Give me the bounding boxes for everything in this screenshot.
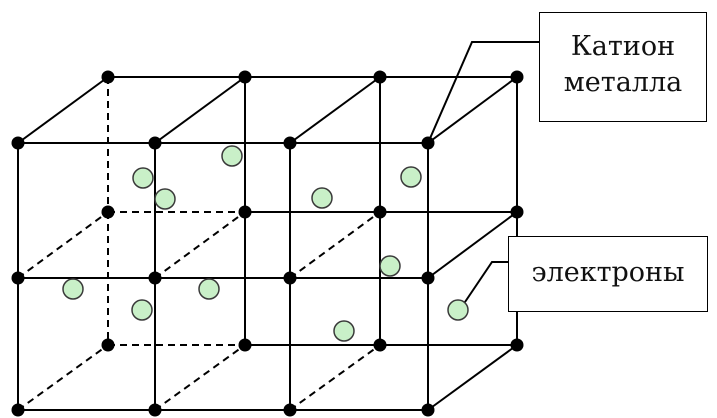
cation-node: [148, 271, 162, 285]
cation-node: [101, 338, 115, 352]
electrons-label-box: электроны: [508, 236, 708, 312]
cation-node: [238, 338, 252, 352]
cation-node: [148, 403, 162, 417]
cation-node: [510, 338, 524, 352]
depth-bond: [427, 344, 518, 411]
depth-bond: [427, 211, 518, 279]
cation-pointer-line: [427, 41, 539, 144]
electrons-pointer-line: [464, 261, 508, 303]
depth-bond: [17, 344, 109, 411]
cation-node: [11, 136, 25, 150]
electron: [379, 255, 401, 277]
cation-node: [421, 271, 435, 285]
cation-node: [510, 205, 524, 219]
cation-node: [148, 136, 162, 150]
depth-bond: [154, 76, 246, 144]
cation-node: [11, 403, 25, 417]
cation-node: [373, 70, 387, 84]
electron: [131, 299, 153, 321]
electron: [333, 320, 355, 342]
cation-node: [11, 271, 25, 285]
cation-node: [238, 70, 252, 84]
depth-bond: [154, 211, 246, 279]
cation-node: [283, 136, 297, 150]
electron: [221, 145, 243, 167]
depth-bond: [289, 211, 381, 279]
electron: [400, 166, 422, 188]
depth-bond: [427, 76, 518, 144]
cation-label-line2: металла: [563, 67, 683, 98]
cation-node: [421, 403, 435, 417]
cation-node: [238, 205, 252, 219]
depth-bond: [154, 344, 246, 411]
depth-bond: [17, 76, 109, 144]
cation-node: [510, 70, 524, 84]
electron: [198, 278, 220, 300]
cation-node: [283, 271, 297, 285]
cation-node: [373, 205, 387, 219]
electron: [154, 188, 176, 210]
cation-node: [101, 205, 115, 219]
electron: [447, 299, 469, 321]
electrons-label: электроны: [531, 257, 685, 288]
electron: [62, 278, 84, 300]
cation-node: [101, 70, 115, 84]
electron: [311, 187, 333, 209]
depth-bond: [289, 76, 381, 144]
electron: [132, 167, 154, 189]
cation-label-line1: Катион: [570, 31, 676, 62]
cation-node: [283, 403, 297, 417]
depth-bond: [17, 211, 109, 279]
depth-bond: [289, 344, 381, 411]
cation-label-box: Катион металла: [539, 12, 707, 122]
cation-node: [373, 338, 387, 352]
